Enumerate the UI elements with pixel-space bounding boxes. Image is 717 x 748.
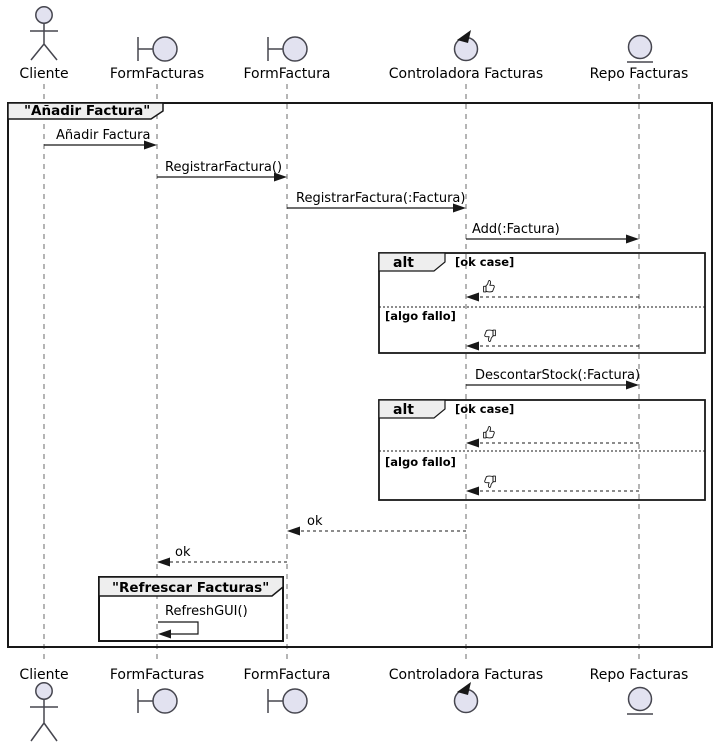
participant-label-repo: Repo Facturas — [590, 667, 689, 683]
return-arrow — [157, 557, 287, 567]
boundary-icon — [137, 36, 178, 62]
alt-fragment-1: alt [ok case] [algo fallo] — [378, 252, 706, 354]
message-arrow — [287, 203, 466, 213]
return-arrow — [466, 486, 639, 496]
bottom-participant-labels: Cliente FormFacturas FormFactura Control… — [19, 667, 688, 683]
alt-operator: alt — [393, 402, 414, 418]
main-frame — [7, 102, 713, 648]
actor-icon — [30, 682, 58, 742]
participant-label-formfacturas: FormFacturas — [110, 66, 204, 82]
message-arrow — [466, 380, 639, 390]
return-arrow — [287, 526, 466, 536]
messages: Añadir Factura RegistrarFactura() Regist… — [44, 128, 639, 244]
actor-icon — [30, 6, 58, 61]
alt-operator-pentagon — [378, 252, 446, 272]
entity-icon — [627, 34, 653, 63]
message-label: RegistrarFactura() — [165, 160, 282, 175]
message-label: DescontarStock(:Factura) — [475, 368, 640, 383]
participant-label-cliente: Cliente — [19, 66, 68, 82]
message-arrow — [466, 234, 639, 244]
boundary-icon — [137, 688, 178, 714]
alt-guard-fail: [algo fallo] — [385, 309, 456, 323]
participant-label-cliente: Cliente — [19, 667, 68, 683]
return-arrow — [466, 341, 639, 351]
participant-label-formfactura: FormFactura — [243, 667, 330, 683]
top-participant-labels: Cliente FormFacturas FormFactura Control… — [19, 66, 688, 82]
participant-label-repo: Repo Facturas — [590, 66, 689, 82]
bottom-participant-icons — [30, 682, 653, 742]
participant-label-formfactura: FormFactura — [243, 66, 330, 82]
message-label: RegistrarFactura(:Factura) — [296, 191, 465, 206]
inner-frame-title: "Refrescar Facturas" — [112, 580, 269, 596]
control-icon — [453, 30, 479, 62]
alt-guard-ok: [ok case] — [455, 255, 514, 269]
top-participant-icons — [30, 6, 653, 63]
main-frame-label-pentagon — [7, 102, 164, 120]
alt-operator: alt — [393, 255, 414, 271]
inner-frame-label-pentagon — [98, 576, 284, 597]
boundary-icon — [267, 688, 308, 714]
alt-guard-ok: [ok case] — [455, 402, 514, 416]
boundary-icon — [267, 36, 308, 62]
main-frame-title: "Añadir Factura" — [24, 103, 150, 119]
inner-frame: "Refrescar Facturas" RefreshGUI() — [98, 576, 284, 642]
return-arrow — [466, 292, 639, 302]
message-label: ok — [175, 545, 191, 560]
message-label: ok — [307, 514, 323, 529]
message-label: RefreshGUI() — [165, 604, 248, 619]
alt-operator-pentagon — [378, 399, 446, 419]
participant-label-formfacturas: FormFacturas — [110, 667, 204, 683]
participant-label-controladora: Controladora Facturas — [389, 66, 543, 82]
control-icon — [453, 682, 479, 714]
alt-fragment-2: alt [ok case] [algo fallo] — [378, 399, 706, 501]
lifelines — [43, 84, 640, 663]
message-label: Añadir Factura — [56, 128, 151, 143]
message-arrow — [44, 140, 157, 150]
alt-guard-fail: [algo fallo] — [385, 455, 456, 469]
self-message-arrow — [158, 621, 199, 639]
entity-icon — [627, 686, 653, 715]
message-label: Add(:Factura) — [472, 222, 560, 237]
participant-label-controladora: Controladora Facturas — [389, 667, 543, 683]
return-arrow — [466, 438, 639, 448]
message-arrow — [157, 172, 287, 182]
